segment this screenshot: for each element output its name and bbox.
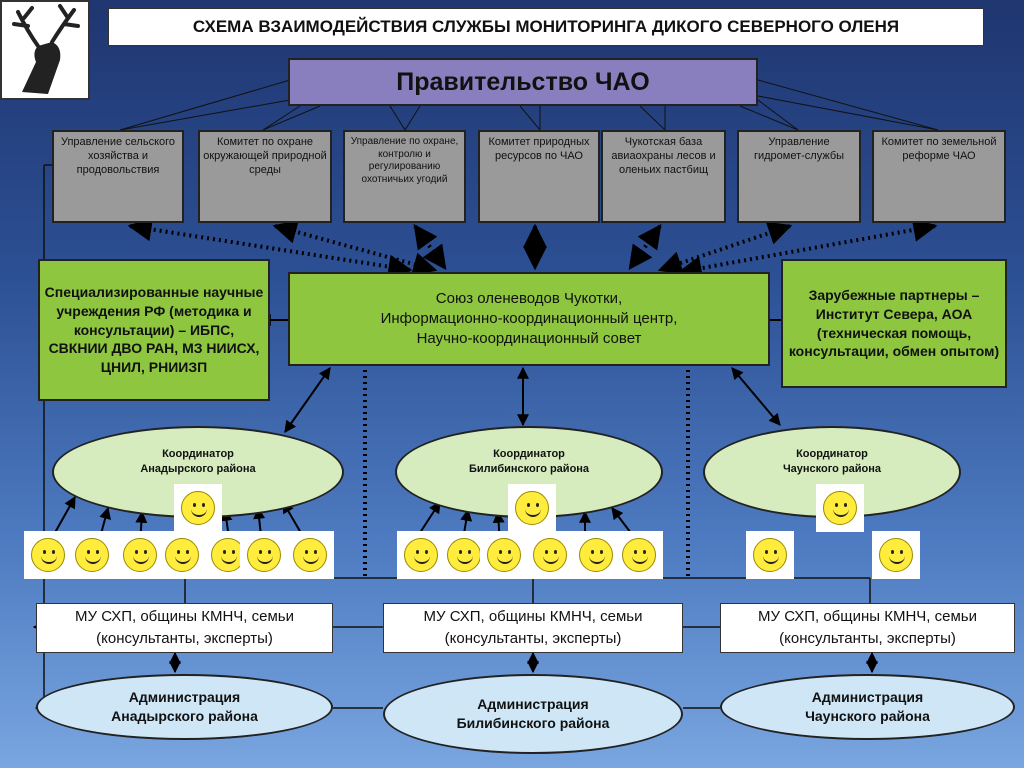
coordinator-district: Чаунского района (782, 463, 882, 475)
coordinator-label: Координатор (493, 447, 565, 460)
smiley-face-icon (240, 531, 288, 579)
foreign-partners-box: Зарубежные партнеры – Институт Севера, А… (781, 259, 1007, 388)
administration-chaun: Администрация Чаунского района (720, 674, 1015, 740)
mu-box-anadyr: МУ СХП, общины КМНЧ, семьи (консультанты,… (36, 603, 333, 653)
mu-line-1: МУ СХП, общины КМНЧ, семьи (423, 608, 643, 626)
diagram-title: СХЕМА ВЗАИМОДЕЙСТВИЯ СЛУЖБЫ МОНИТОРИНГА … (108, 8, 984, 46)
smiley-face-icon (480, 531, 528, 579)
government-fan-lines (119, 79, 939, 131)
agency-aviation-base: Чукотская база авиаохраны лесов и оленьи… (601, 130, 726, 223)
smiley-face-icon (397, 531, 445, 579)
mu-line-1: МУ СХП, общины КМНЧ, семьи (75, 608, 294, 626)
smiley-face-icon (174, 484, 222, 532)
agency-land-reform: Комитет по земельной реформе ЧАО (872, 130, 1006, 223)
smiley-face-icon (286, 531, 334, 579)
mu-box-chaun: МУ СХП, общины КМНЧ, семьи (консультанты,… (720, 603, 1015, 653)
smiley-face-icon (746, 531, 794, 579)
smiley-face-icon (526, 531, 574, 579)
dotted-verticals (363, 370, 690, 578)
smiley-face-icon (508, 484, 556, 532)
smiley-face-icon (158, 531, 206, 579)
smiley-face-icon (816, 484, 864, 532)
smiley-face-icon (572, 531, 620, 579)
coordinator-label: Координатор (162, 447, 234, 460)
center-line-1: Союз оленеводов Чукотки, (435, 289, 623, 307)
administration-bilibino: Администрация Билибинского района (383, 674, 683, 754)
coordinator-arrows (284, 366, 781, 433)
agency-center-arrows (127, 217, 938, 280)
smiley-face-icon (872, 531, 920, 579)
smiley-face-icon (68, 531, 116, 579)
smiley-face-icon (615, 531, 663, 579)
coordinator-district: Анадырского района (140, 463, 256, 475)
center-line-2: Информационно-координационный центр, (380, 309, 678, 327)
smiley-face-icon (116, 531, 164, 579)
reindeer-logo-icon (0, 0, 90, 100)
coordinator-district: Билибинского района (468, 463, 590, 475)
agency-hunting: Управление по охране, контролю и регулир… (343, 130, 466, 223)
agency-hydromet: Управление гидромет-службы (737, 130, 861, 223)
agency-environment: Комитет по охране окружающей природной с… (198, 130, 332, 223)
union-center-box: Союз оленеводов Чукотки, Информационно-к… (288, 272, 770, 366)
scientific-institutions-box: Специализированные научные учреждения РФ… (38, 259, 270, 401)
mu-line-2: (консультанты, эксперты) (96, 630, 273, 647)
mu-line-2: (консультанты, эксперты) (444, 630, 622, 647)
mu-admin-arrows (169, 651, 878, 674)
agency-agriculture: Управление сельского хозяйства и продово… (52, 130, 184, 223)
coordinator-label: Координатор (796, 447, 868, 460)
administration-anadyr: Администрация Анадырского района (36, 674, 333, 740)
smiley-face-icon (24, 531, 72, 579)
center-line-3: Научно-координационный совет (416, 330, 642, 348)
mu-line-2: (консультанты, эксперты) (779, 630, 956, 647)
agency-natural-resources: Комитет природных ресурсов по ЧАО (478, 130, 600, 223)
government-box: Правительство ЧАО (288, 58, 758, 106)
mu-box-bilibino: МУ СХП, общины КМНЧ, семьи (консультанты,… (383, 603, 683, 653)
mu-line-1: МУ СХП, общины КМНЧ, семьи (758, 608, 977, 626)
